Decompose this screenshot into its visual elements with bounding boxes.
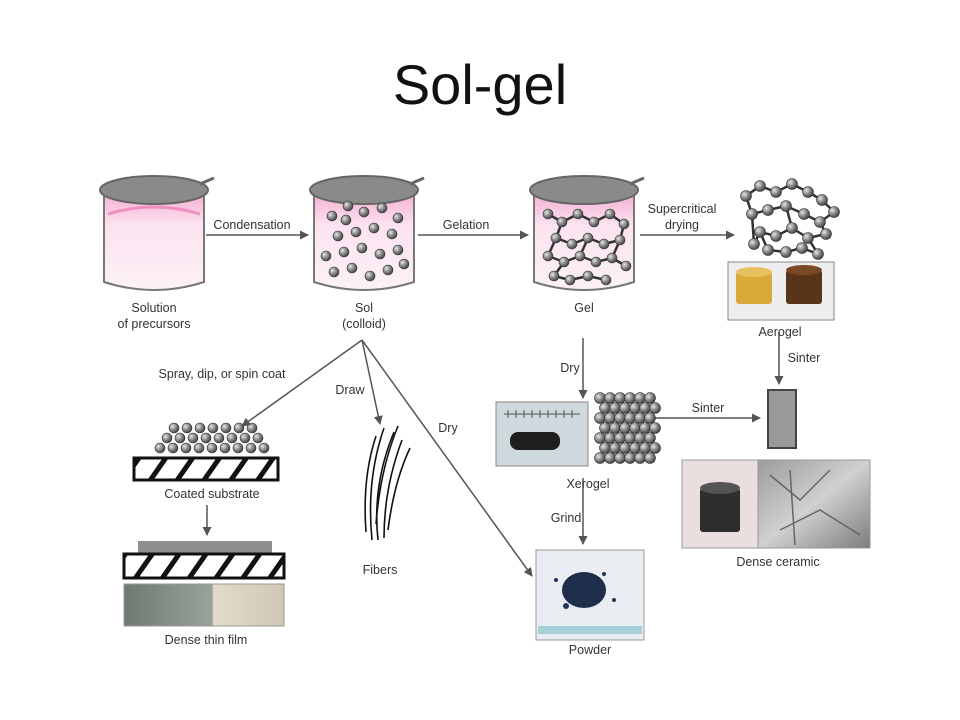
dense-pellet-icon [767, 389, 797, 449]
label-supercritical-2: drying [665, 218, 699, 232]
label-dense-thin-film: Dense thin film [165, 633, 248, 647]
xerogel-photo [495, 401, 589, 467]
label-fibers: Fibers [363, 563, 398, 577]
label-solution: Solution [131, 301, 176, 315]
beaker-sol-icon [309, 175, 425, 291]
label-supercritical: Supercritical [648, 202, 717, 216]
aerogel-photo [727, 261, 835, 321]
label-coat: Spray, dip, or spin coat [159, 367, 286, 381]
label-grind: Grind [551, 511, 582, 525]
label-draw: Draw [335, 383, 365, 397]
label-sol: Sol [355, 301, 373, 315]
dense-thin-film-icon [122, 541, 286, 627]
label-coated-substrate: Coated substrate [164, 487, 259, 501]
label-xerogel: Xerogel [566, 477, 609, 491]
label-sol-2: (colloid) [342, 317, 386, 331]
label-aerogel: Aerogel [758, 325, 801, 339]
label-solution-2: of precursors [118, 317, 191, 331]
fibers-icon [364, 425, 411, 541]
label-dry-sol: Dry [438, 421, 458, 435]
label-powder: Powder [569, 643, 611, 657]
coating-particles-icon [154, 422, 270, 454]
label-gel: Gel [574, 301, 593, 315]
label-dense-ceramic: Dense ceramic [736, 555, 819, 569]
aerogel-network-icon [740, 178, 840, 260]
dense-ceramic-photo [681, 459, 871, 549]
powder-photo [535, 549, 645, 641]
coated-substrate-icon [132, 456, 280, 482]
beaker-gel-icon [529, 175, 645, 291]
slide-title: Sol-gel [392, 53, 568, 116]
label-condensation: Condensation [213, 218, 290, 232]
process-arrows [202, 230, 784, 577]
label-sinter-xerogel: Sinter [692, 401, 725, 415]
label-dry-gel: Dry [560, 361, 580, 375]
beaker-solution-icon [99, 175, 215, 291]
label-sinter-aerogel: Sinter [788, 351, 821, 365]
xerogel-cluster-icon [594, 392, 661, 464]
label-gelation: Gelation [443, 218, 490, 232]
